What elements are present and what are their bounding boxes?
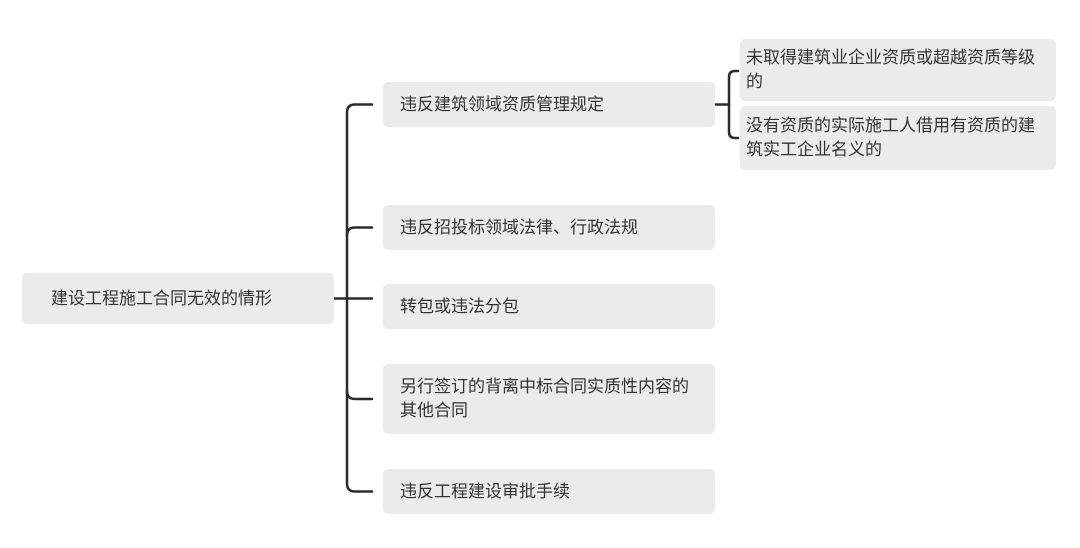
leaf-node-no-qualification[interactable]: 未取得建筑业企业资质或超越资质等级的 bbox=[740, 39, 1056, 101]
leaf-node-borrowed-qualification[interactable]: 没有资质的实际施工人借用有资质的建筑实工企业名义的 bbox=[740, 106, 1056, 170]
branch-node-label: 违反建筑领域资质管理规定 bbox=[400, 94, 604, 115]
branch-node-label: 违反工程建设审批手续 bbox=[400, 481, 570, 502]
leaf-node-label: 未取得建筑业企业资质或超越资质等级的 bbox=[746, 48, 1035, 92]
connector-branch-2 bbox=[345, 226, 374, 237]
branch-node-subcontract[interactable]: 转包或违法分包 bbox=[383, 284, 715, 329]
branch-node-label: 另行签订的背离中标合同实质性内容的其他合同 bbox=[400, 377, 689, 421]
branch-node-label: 违反招投标领域法律、行政法规 bbox=[400, 217, 638, 238]
connector-branch-4 bbox=[345, 389, 374, 401]
branch-node-qualification[interactable]: 违反建筑领域资质管理规定 bbox=[383, 82, 715, 127]
leaf-node-label: 没有资质的实际施工人借用有资质的建筑实工企业名义的 bbox=[746, 116, 1035, 160]
connector-leaf-bracket bbox=[727, 69, 740, 140]
branch-node-bidding[interactable]: 违反招投标领域法律、行政法规 bbox=[383, 205, 715, 250]
root-node-label: 建设工程施工合同无效的情形 bbox=[51, 288, 272, 309]
branch-node-approval[interactable]: 违反工程建设审批手续 bbox=[383, 469, 715, 514]
branch-node-label: 转包或违法分包 bbox=[400, 296, 519, 317]
branch-node-side-contract[interactable]: 另行签订的背离中标合同实质性内容的其他合同 bbox=[383, 364, 715, 434]
root-node[interactable]: 建设工程施工合同无效的情形 bbox=[22, 273, 334, 324]
